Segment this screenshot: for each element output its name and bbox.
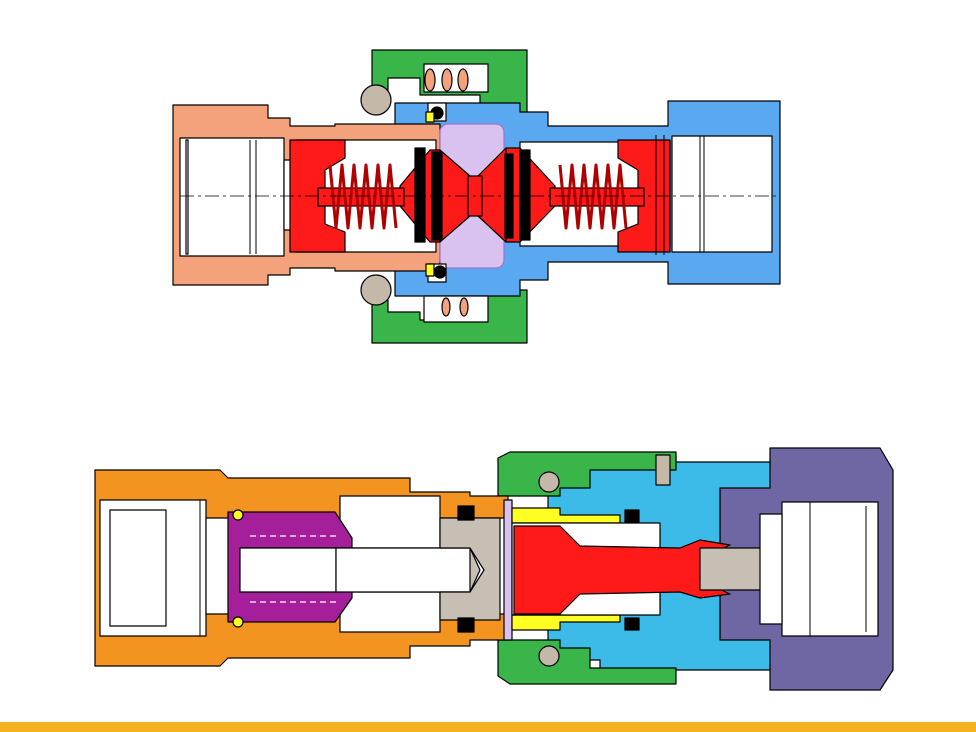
bottom-accent-bar	[0, 722, 976, 732]
bottom-locking-ball-upper	[538, 471, 560, 493]
bottom-locking-ball-lower	[538, 645, 560, 667]
bottom-right-bore	[781, 501, 879, 637]
top-sleeve-spring-lower	[441, 297, 469, 317]
top-right-bore	[671, 135, 773, 253]
top-left-bore	[179, 137, 285, 257]
top-locking-ball-upper	[360, 84, 392, 116]
top-coupling-figure	[172, 49, 781, 344]
top-oring-lower	[433, 265, 447, 279]
bottom-coupling-figure	[94, 447, 894, 691]
top-sleeve-spring-upper	[424, 68, 469, 92]
top-sleeve-window-lower	[423, 295, 489, 323]
top-locking-ball-lower	[360, 274, 392, 306]
bottom-seal-strip	[503, 499, 513, 641]
top-left-valve-spring	[328, 163, 398, 230]
top-right-valve-spring	[558, 163, 628, 230]
